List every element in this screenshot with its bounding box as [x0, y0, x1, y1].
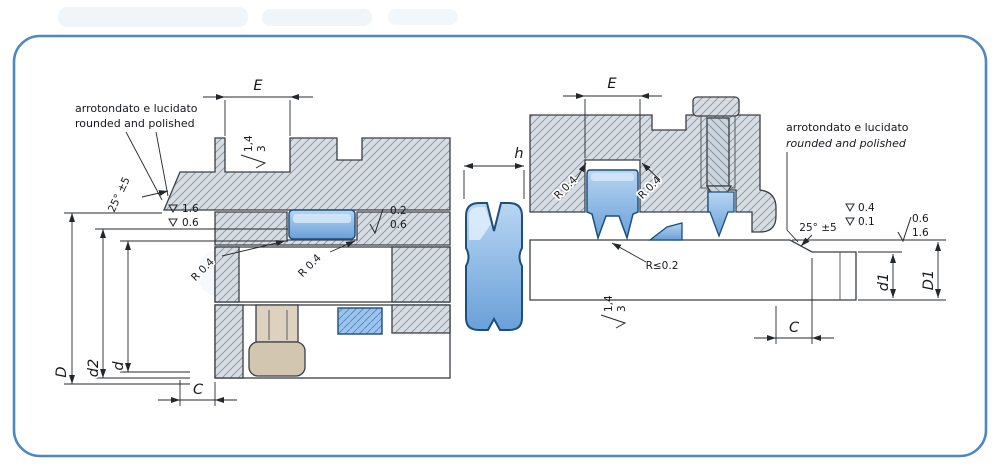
left-bore-finish-top: 1.6: [182, 203, 199, 215]
left-bolt-head: [248, 341, 306, 377]
triangle-finish-icon: [168, 218, 178, 228]
left-housing-section: [163, 137, 451, 211]
right-rod-finish-a: 1,4: [603, 295, 615, 312]
left-radius-left-leader: [221, 240, 286, 257]
left-d-label: d: [111, 361, 127, 371]
right-end-finish-top: 0.4: [858, 202, 875, 214]
left-note-line1: arrotondato e lucidato: [75, 102, 198, 115]
right-radius-left-leader: [575, 162, 587, 181]
left-face-finish-bottom: 0.6: [390, 219, 407, 231]
left-view: E 1,4 3 arrotondato e lucidato rounded a…: [52, 78, 451, 406]
right-d1-label: d1: [876, 273, 892, 291]
left-note-leader1: [125, 131, 163, 201]
seal-profile-highlight: [469, 207, 491, 240]
right-plug-body: [706, 117, 730, 187]
right-note-line2: rounded and polished: [786, 137, 907, 150]
right-rod-radius-leader: [611, 242, 647, 263]
triangle-finish-icon: [845, 203, 855, 213]
right-e-label: E: [607, 76, 617, 92]
right-note-line1: arrotondato e lucidato: [786, 121, 909, 134]
left-d2-label: d2: [86, 359, 102, 377]
left-radius-right-leader: [329, 240, 356, 253]
right-shaft-finish-bottom: 1.6: [912, 227, 929, 239]
left-lower-hatch-right: [391, 304, 451, 334]
profile-view: h: [463, 146, 525, 331]
right-backup-ring: [648, 222, 683, 241]
right-shaft-finish-top: 0.6: [912, 213, 929, 225]
left-face-finish-top: 0.2: [390, 205, 407, 217]
right-seal: [586, 169, 639, 241]
right-angle-label: 25° ±5: [799, 222, 836, 234]
h-label: h: [514, 146, 523, 162]
right-rod-finish-b: 3: [616, 305, 628, 312]
left-groove-finish: 1,4 3: [240, 135, 268, 169]
left-note-line2: rounded and polished: [75, 117, 195, 130]
left-angle-leader: [141, 190, 169, 198]
left-c-label: C: [193, 382, 204, 398]
left-note-leader2: [155, 131, 169, 197]
triangle-finish-icon: [845, 217, 855, 227]
roughness-check-icon: [600, 314, 627, 329]
right-c-label: C: [789, 320, 800, 336]
right-note-leader: [786, 152, 799, 243]
roughness-check-icon: [897, 216, 912, 243]
left-mid-hatch-left: [214, 246, 240, 303]
right-D1-label: D1: [921, 270, 937, 290]
right-rod-radius-label: R≤0.2: [646, 260, 679, 272]
right-angle-leader: [800, 234, 813, 247]
right-plug-cap: [692, 96, 740, 117]
left-groove-finish-b: 3: [256, 145, 268, 152]
right-seal-highlight: [591, 173, 634, 181]
left-mid-hatch-right: [391, 246, 451, 303]
roughness-check-icon: [240, 154, 267, 169]
left-D-label: D: [54, 366, 70, 377]
left-e-label: E: [253, 78, 263, 94]
right-end-finish-bottom: 0.1: [858, 216, 875, 228]
left-wear-ring: [337, 307, 383, 335]
left-bore-finish-bottom: 0.6: [182, 217, 199, 229]
right-rod-finish: 1,4 3: [600, 295, 628, 329]
left-angle-label: 25° ±5: [106, 175, 133, 214]
right-radius-right-leader: [641, 162, 661, 181]
page-border: [12, 34, 988, 458]
right-view: E R 0.4 R 0.4 R≤0.2 1,4 3 arrotondato e …: [529, 76, 946, 344]
right-rod: [529, 239, 857, 301]
right-wiper: [707, 191, 735, 238]
left-piston-section: [214, 211, 451, 246]
left-groove-finish-a: 1,4: [243, 135, 255, 152]
left-lower-hatch: [214, 304, 244, 379]
roughness-check-icon: [369, 208, 384, 235]
left-seal-highlight: [293, 214, 351, 223]
triangle-finish-icon: [168, 204, 178, 214]
left-bolt-shaft: [255, 304, 299, 343]
